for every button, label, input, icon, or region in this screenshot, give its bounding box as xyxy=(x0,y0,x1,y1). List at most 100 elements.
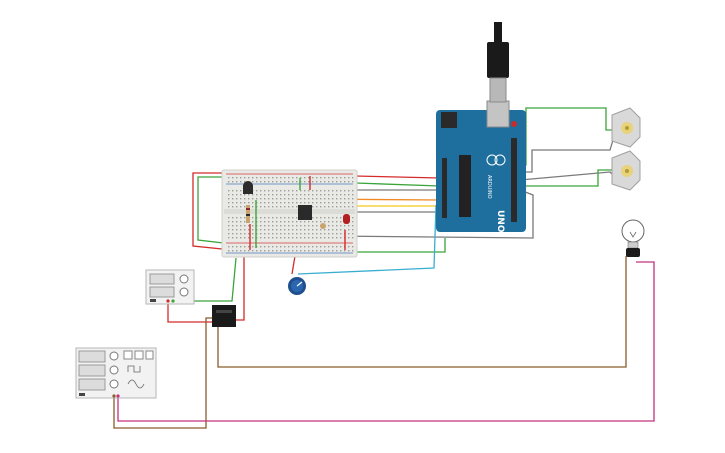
breadboard-hole[interactable] xyxy=(284,225,286,227)
breadboard-hole[interactable] xyxy=(268,246,270,248)
breadboard-hole[interactable] xyxy=(228,217,230,219)
breadboard-hole[interactable] xyxy=(312,217,314,219)
wire-cyan[interactable] xyxy=(297,204,437,275)
breadboard-hole[interactable] xyxy=(276,237,278,239)
breadboard-hole[interactable] xyxy=(336,217,338,219)
breadboard-hole[interactable] xyxy=(320,250,322,252)
breadboard-hole[interactable] xyxy=(316,198,318,200)
breadboard-hole[interactable] xyxy=(304,221,306,223)
breadboard-hole[interactable] xyxy=(312,190,314,192)
ic-chip[interactable] xyxy=(298,205,312,220)
breadboard-hole[interactable] xyxy=(272,217,274,219)
breadboard-hole[interactable] xyxy=(280,221,282,223)
breadboard-hole[interactable] xyxy=(264,237,266,239)
breadboard-hole[interactable] xyxy=(344,225,346,227)
breadboard-hole[interactable] xyxy=(332,250,334,252)
breadboard-hole[interactable] xyxy=(232,217,234,219)
breadboard-hole[interactable] xyxy=(260,206,262,208)
breadboard-hole[interactable] xyxy=(316,177,318,179)
breadboard-hole[interactable] xyxy=(352,250,354,252)
breadboard-hole[interactable] xyxy=(340,198,342,200)
breadboard-hole[interactable] xyxy=(308,181,310,183)
breadboard-hole[interactable] xyxy=(296,206,298,208)
breadboard-hole[interactable] xyxy=(308,221,310,223)
breadboard-hole[interactable] xyxy=(308,246,310,248)
breadboard-hole[interactable] xyxy=(280,237,282,239)
breadboard-hole[interactable] xyxy=(292,177,294,179)
breadboard-hole[interactable] xyxy=(288,181,290,183)
breadboard-hole[interactable] xyxy=(260,181,262,183)
breadboard-hole[interactable] xyxy=(308,202,310,204)
breadboard-hole[interactable] xyxy=(228,190,230,192)
breadboard-hole[interactable] xyxy=(228,246,230,248)
breadboard-hole[interactable] xyxy=(284,221,286,223)
breadboard-hole[interactable] xyxy=(352,246,354,248)
breadboard-hole[interactable] xyxy=(324,229,326,231)
breadboard-hole[interactable] xyxy=(236,250,238,252)
breadboard-hole[interactable] xyxy=(232,250,234,252)
breadboard-hole[interactable] xyxy=(272,250,274,252)
breadboard-hole[interactable] xyxy=(292,233,294,235)
breadboard-hole[interactable] xyxy=(324,237,326,239)
breadboard-hole[interactable] xyxy=(312,198,314,200)
breadboard-hole[interactable] xyxy=(296,194,298,196)
breadboard-hole[interactable] xyxy=(228,229,230,231)
breadboard-hole[interactable] xyxy=(300,181,302,183)
breadboard-hole[interactable] xyxy=(244,221,246,223)
breadboard-hole[interactable] xyxy=(260,246,262,248)
breadboard-hole[interactable] xyxy=(336,221,338,223)
breadboard-hole[interactable] xyxy=(260,217,262,219)
breadboard-hole[interactable] xyxy=(236,181,238,183)
breadboard-hole[interactable] xyxy=(296,198,298,200)
breadboard-hole[interactable] xyxy=(324,198,326,200)
breadboard-hole[interactable] xyxy=(348,206,350,208)
breadboard-hole[interactable] xyxy=(332,221,334,223)
breadboard-hole[interactable] xyxy=(232,233,234,235)
breadboard-hole[interactable] xyxy=(228,233,230,235)
breadboard-hole[interactable] xyxy=(240,181,242,183)
breadboard-hole[interactable] xyxy=(240,190,242,192)
breadboard-hole[interactable] xyxy=(340,177,342,179)
breadboard-hole[interactable] xyxy=(324,177,326,179)
breadboard-hole[interactable] xyxy=(232,198,234,200)
breadboard-hole[interactable] xyxy=(336,229,338,231)
breadboard-hole[interactable] xyxy=(260,225,262,227)
breadboard-hole[interactable] xyxy=(280,225,282,227)
breadboard-hole[interactable] xyxy=(336,246,338,248)
breadboard-hole[interactable] xyxy=(304,177,306,179)
breadboard-hole[interactable] xyxy=(248,246,250,248)
breadboard-hole[interactable] xyxy=(280,217,282,219)
breadboard-hole[interactable] xyxy=(240,229,242,231)
breadboard-hole[interactable] xyxy=(340,233,342,235)
breadboard-hole[interactable] xyxy=(352,225,354,227)
breadboard-hole[interactable] xyxy=(292,229,294,231)
breadboard-hole[interactable] xyxy=(280,190,282,192)
breadboard-hole[interactable] xyxy=(248,237,250,239)
breadboard-hole[interactable] xyxy=(304,181,306,183)
wire-gray-motor-bottom[interactable] xyxy=(519,171,614,181)
breadboard-hole[interactable] xyxy=(276,246,278,248)
breadboard-hole[interactable] xyxy=(296,250,298,252)
breadboard-hole[interactable] xyxy=(252,229,254,231)
breadboard-hole[interactable] xyxy=(272,225,274,227)
wire-brown-bulb[interactable] xyxy=(217,256,627,368)
function-generator[interactable] xyxy=(75,347,157,399)
breadboard-hole[interactable] xyxy=(240,221,242,223)
breadboard-hole[interactable] xyxy=(264,246,266,248)
breadboard-hole[interactable] xyxy=(296,237,298,239)
breadboard-hole[interactable] xyxy=(324,202,326,204)
breadboard-hole[interactable] xyxy=(292,194,294,196)
breadboard-hole[interactable] xyxy=(232,194,234,196)
breadboard-hole[interactable] xyxy=(332,206,334,208)
breadboard-hole[interactable] xyxy=(236,190,238,192)
breadboard-hole[interactable] xyxy=(352,202,354,204)
breadboard-hole[interactable] xyxy=(300,233,302,235)
breadboard-hole[interactable] xyxy=(312,221,314,223)
power-supply[interactable] xyxy=(145,269,195,305)
breadboard-hole[interactable] xyxy=(284,233,286,235)
breadboard-hole[interactable] xyxy=(312,233,314,235)
breadboard-hole[interactable] xyxy=(244,217,246,219)
breadboard-hole[interactable] xyxy=(288,225,290,227)
breadboard-hole[interactable] xyxy=(268,190,270,192)
breadboard-hole[interactable] xyxy=(288,221,290,223)
